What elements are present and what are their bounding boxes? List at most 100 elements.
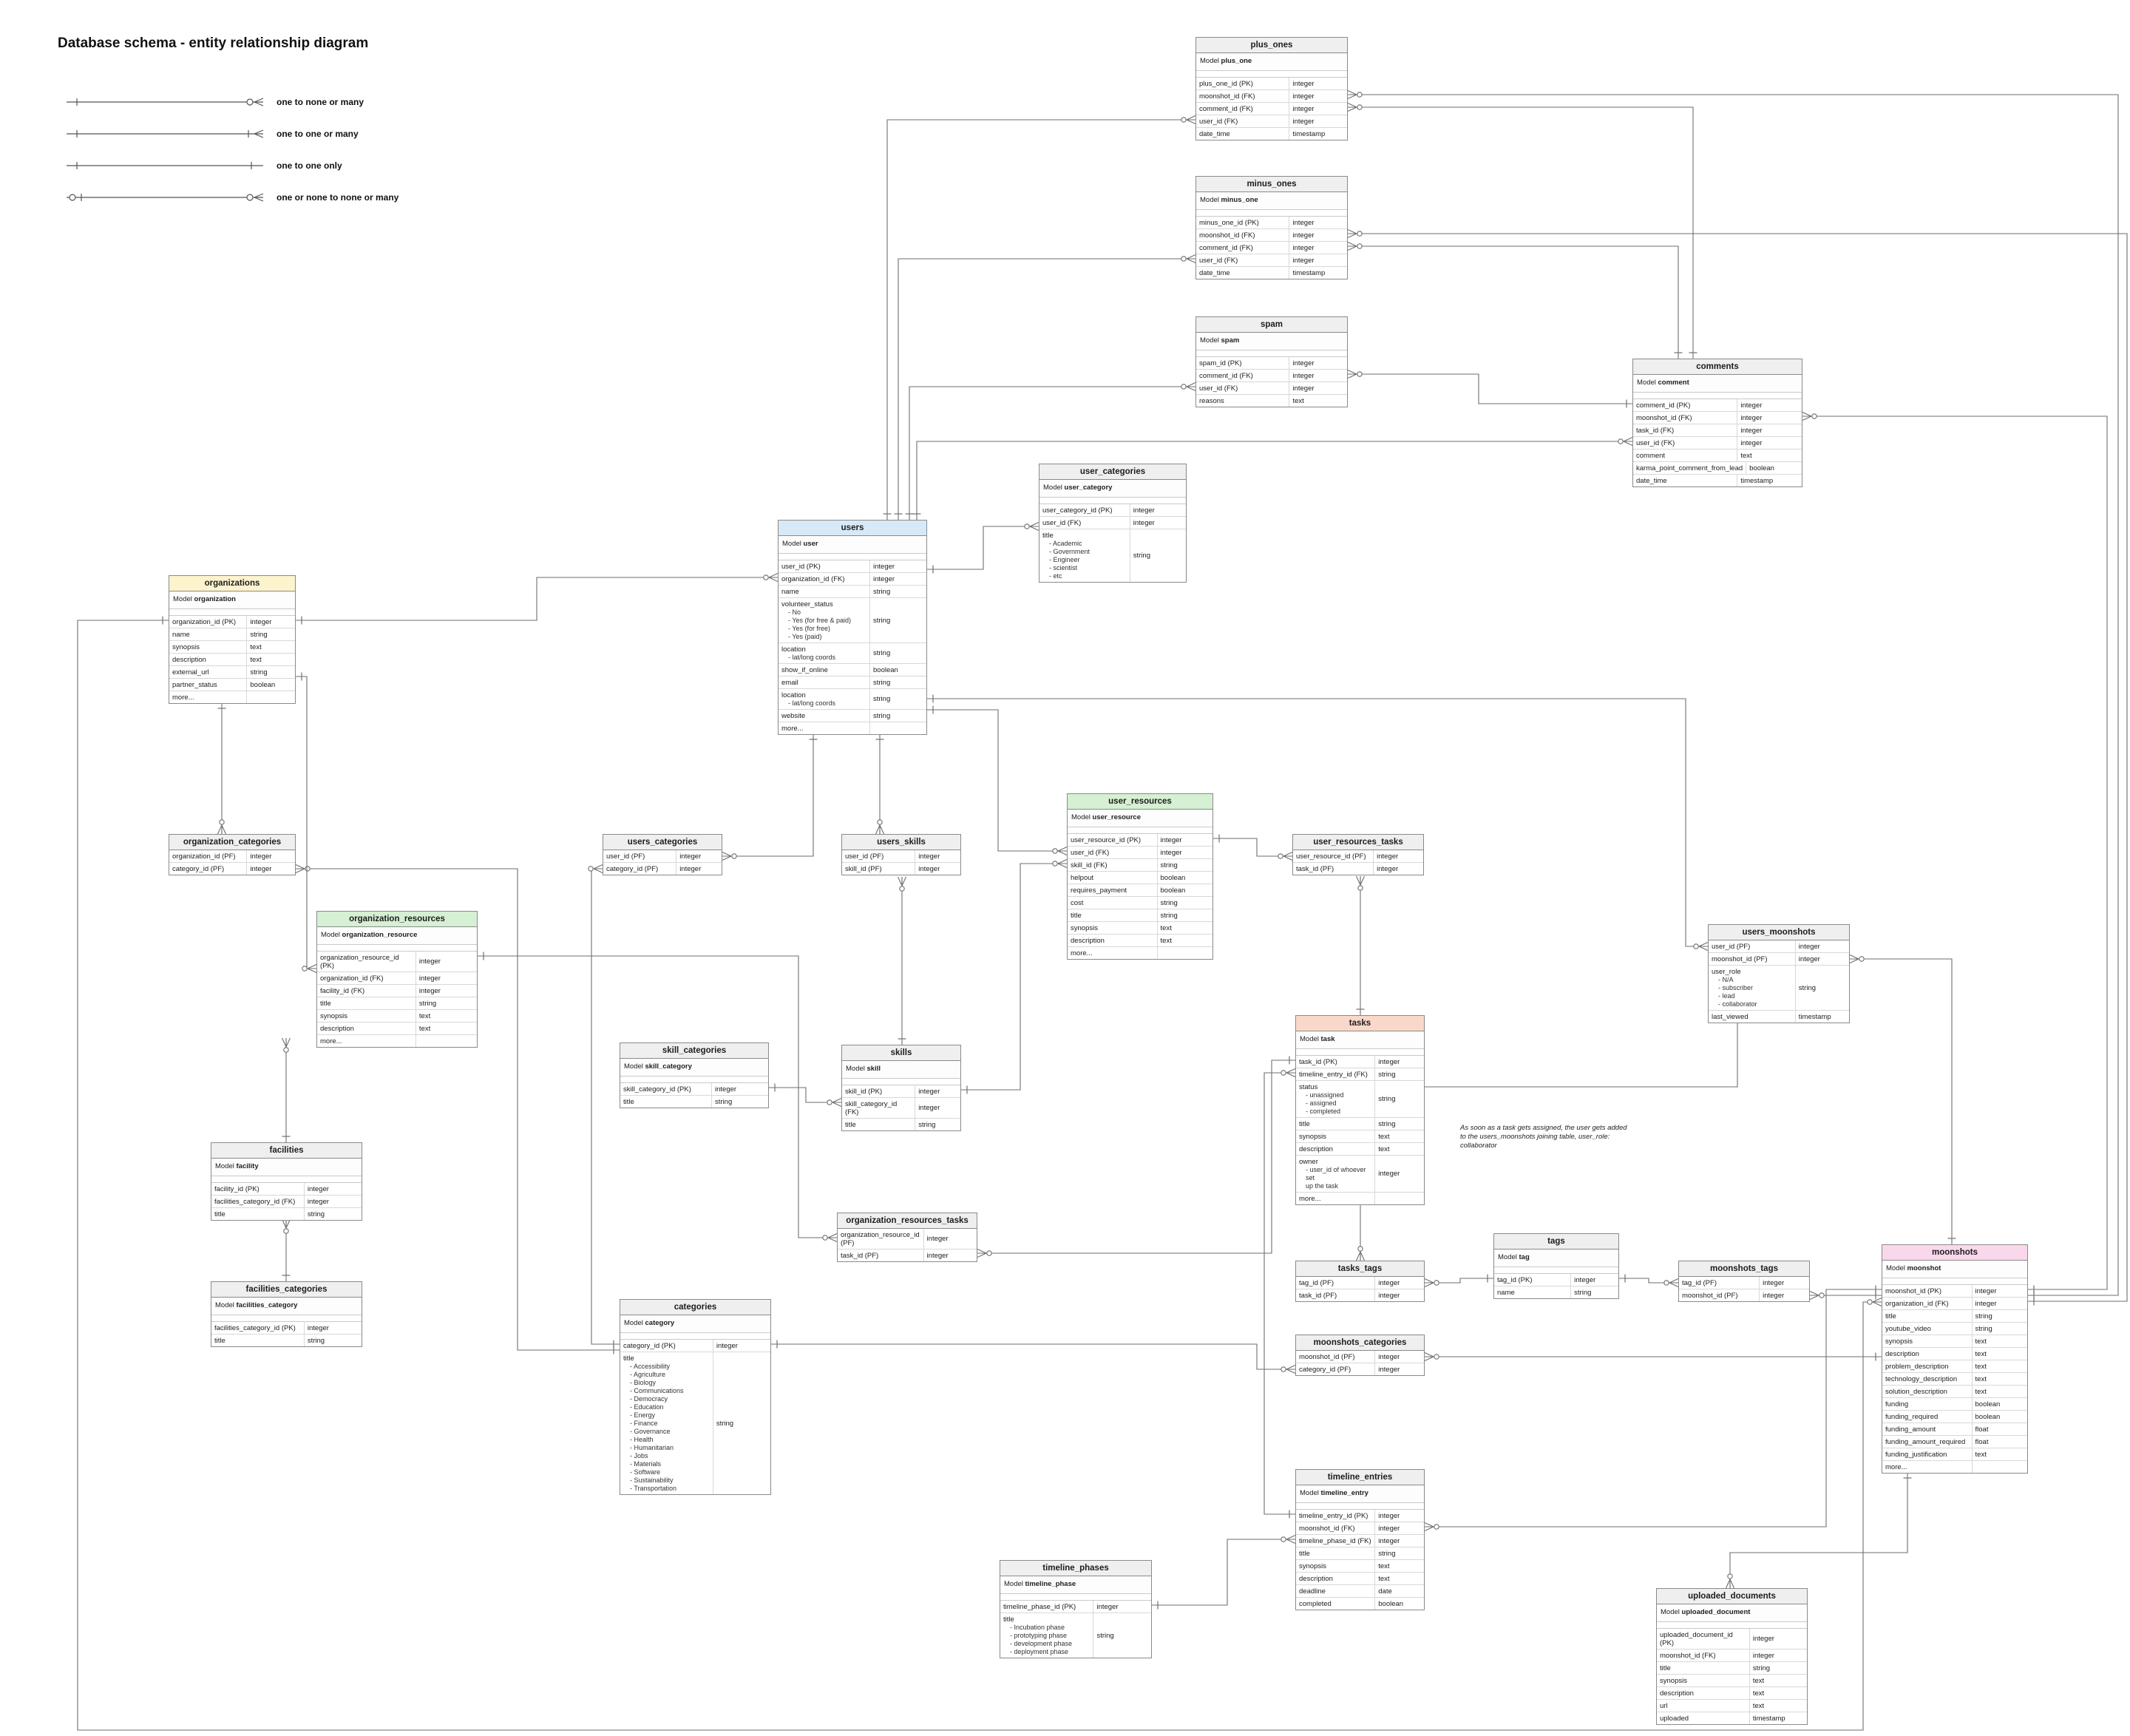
field-option: - lead [1718, 991, 1735, 1000]
relationship-user_resources-user_resources_tasks [1213, 834, 1293, 861]
field-row: tag_id (PF)integer [1296, 1277, 1424, 1289]
field-name: date_time [1633, 475, 1738, 486]
table-title[interactable]: user_resources [1068, 794, 1212, 810]
field-option: - Biology [630, 1378, 657, 1386]
field-name: task_id (PF) [838, 1250, 924, 1261]
table-title[interactable]: uploaded_documents [1657, 1589, 1807, 1604]
field-name: moonshot_id (PF) [1296, 1351, 1376, 1363]
field-name: title [620, 1096, 712, 1108]
table-title[interactable]: organizations [169, 576, 295, 591]
table-title[interactable]: moonshots_categories [1296, 1335, 1424, 1351]
table-title[interactable]: facilities [211, 1143, 362, 1159]
field-option: - Transportation [630, 1484, 677, 1492]
field-type: integer [918, 864, 940, 873]
table-title[interactable]: facilities_categories [211, 1282, 362, 1298]
field-row: more... [779, 722, 926, 734]
table-title[interactable]: comments [1633, 359, 1802, 375]
table-title[interactable]: spam [1196, 317, 1347, 333]
table-title[interactable]: moonshots [1882, 1245, 2027, 1261]
field-name: more... [1296, 1193, 1376, 1204]
table-title[interactable]: skills [842, 1045, 960, 1061]
table-model: Model organization [169, 591, 295, 609]
field-name: moonshot_id (FK) [1633, 412, 1738, 424]
table-title[interactable]: timeline_phases [1000, 1561, 1151, 1576]
table-title[interactable]: plus_ones [1196, 38, 1347, 53]
field-name: synopsis [1296, 1130, 1376, 1142]
field-row: task_id (FK)integer [1633, 424, 1802, 437]
field-type: string [873, 695, 891, 703]
field-name: moonshot_id (FK) [1657, 1649, 1750, 1661]
field-name: user_resource_id (PK) [1068, 834, 1158, 846]
table-title[interactable]: categories [620, 1300, 770, 1315]
table-title[interactable]: organization_categories [169, 835, 295, 850]
table-title[interactable]: users_moonshots [1709, 925, 1849, 940]
table-title[interactable]: user_resources_tasks [1293, 835, 1423, 850]
field-name: user_resource_id (PF) [1293, 850, 1374, 862]
table-title[interactable]: user_categories [1039, 464, 1186, 480]
field-type: integer [1292, 256, 1315, 265]
table-title[interactable]: tasks [1296, 1016, 1424, 1031]
field-type: integer [1292, 371, 1315, 380]
table-title[interactable]: organization_resources [317, 912, 477, 927]
table-spacer [211, 1315, 362, 1322]
field-name: last_viewed [1709, 1011, 1796, 1023]
table-title[interactable]: organization_resources_tasks [838, 1213, 977, 1229]
table-title[interactable]: users [779, 521, 926, 536]
table-title[interactable]: tags [1494, 1234, 1618, 1250]
field-row: skill_category_id (PK)integer [620, 1083, 768, 1096]
table-title[interactable]: minus_ones [1196, 177, 1347, 192]
field-name: moonshot_id (FK) [1196, 229, 1290, 241]
field-type: string [1096, 1631, 1114, 1640]
table-title[interactable]: tasks_tags [1296, 1261, 1424, 1277]
table-title[interactable]: moonshots_tags [1679, 1261, 1809, 1277]
table-title[interactable]: skill_categories [620, 1043, 768, 1059]
table-title[interactable]: users_categories [603, 835, 722, 850]
field-name: organization_resource_id (PF) [838, 1229, 924, 1249]
relationship-categories-moonshots_categories [771, 1340, 1296, 1374]
field-row: category_id (PK)integer [620, 1340, 770, 1352]
field-name: partner_status [169, 679, 248, 691]
field-name: description [317, 1023, 416, 1034]
relationship-moonshots-plus_ones [1347, 90, 2119, 1300]
field-type: integer [1096, 1602, 1119, 1611]
field-type: integer [918, 1104, 940, 1112]
field-type: text [1160, 923, 1172, 932]
field-row: user_role- N/A- subscriber- lead- collab… [1709, 966, 1849, 1011]
field-type: string [1378, 1549, 1396, 1558]
table-title[interactable]: timeline_entries [1296, 1470, 1424, 1485]
field-type: text [1975, 1374, 1987, 1383]
field-type: integer [418, 974, 441, 983]
field-row: user_id (PF)integer [1709, 940, 1849, 953]
table-title[interactable]: users_skills [842, 835, 960, 850]
